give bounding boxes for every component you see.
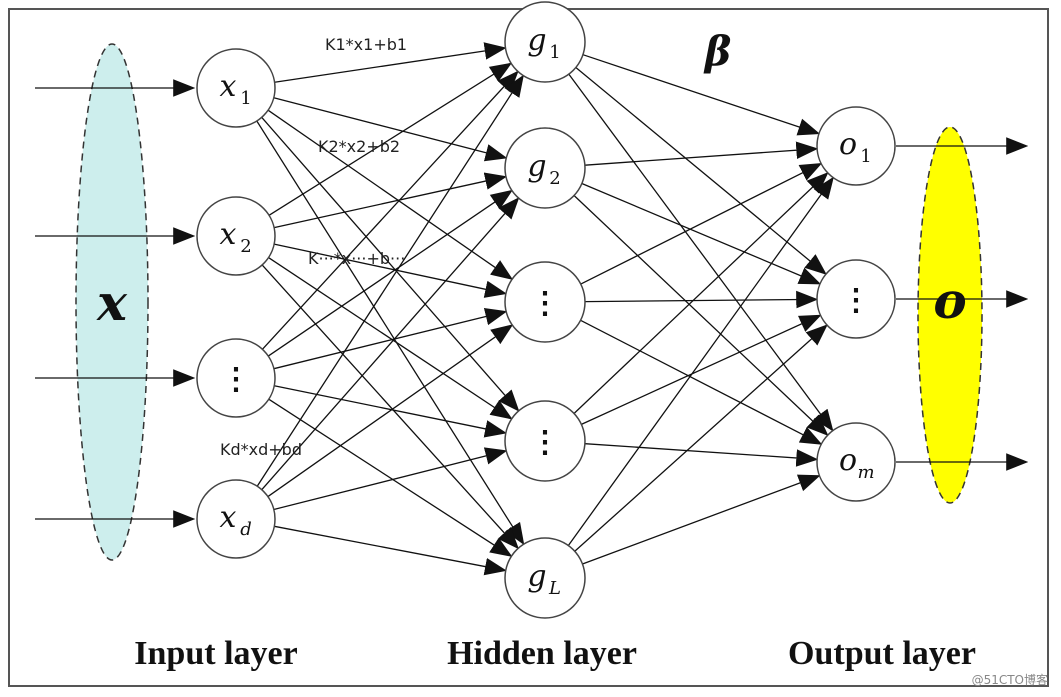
input-hidden-edge xyxy=(267,109,514,280)
hidden-output-connections xyxy=(567,54,834,565)
annotation-k2: K2*x2+b2 xyxy=(318,137,400,156)
output-vector-label: o xyxy=(933,271,966,330)
output-node-circle xyxy=(816,422,896,502)
input-hidden-edge xyxy=(261,116,520,412)
input-layer-label: Input layer xyxy=(134,635,297,672)
hidden-node-subscript: 2 xyxy=(549,168,560,189)
hidden-output-edge xyxy=(573,195,829,437)
hidden-node: ⋮ xyxy=(504,400,586,482)
hidden-output-edge xyxy=(582,54,821,136)
hidden-layer-label: Hidden layer xyxy=(447,635,637,672)
output-node-circle xyxy=(816,106,896,186)
hidden-output-edge xyxy=(584,443,819,467)
input-node-ellipsis: ⋮ xyxy=(221,362,251,397)
output-node: ⋮ xyxy=(816,259,896,339)
hidden-node-ellipsis: ⋮ xyxy=(530,286,560,321)
weights-label: β xyxy=(703,28,732,75)
output-vector-ellipse xyxy=(917,126,983,504)
annotation-kd: Kd*xd+bd xyxy=(220,440,302,459)
hidden-node-circle xyxy=(504,261,586,343)
hidden-node-circle xyxy=(504,537,586,619)
output-node-symbol: o xyxy=(839,127,857,162)
output-layer-label: Output layer xyxy=(788,635,976,672)
hidden-output-edge xyxy=(584,141,819,166)
input-arrows xyxy=(35,79,196,528)
input-hidden-edge xyxy=(274,385,507,438)
input-node-symbol: x xyxy=(220,69,237,104)
input-hidden-edge xyxy=(268,62,513,216)
input-node: ⋮ xyxy=(196,338,276,418)
hidden-node-circle xyxy=(504,1,586,83)
input-vector-ellipse xyxy=(75,43,149,561)
output-node-subscript: 1 xyxy=(860,146,871,167)
hidden-output-edge xyxy=(567,176,834,546)
input-node-circle xyxy=(196,338,276,418)
input-hidden-edge xyxy=(267,324,514,498)
input-hidden-edge xyxy=(261,70,519,350)
input-hidden-edge xyxy=(273,447,508,511)
hidden-node-symbol: g xyxy=(527,149,546,184)
input-hidden-edge xyxy=(268,398,513,557)
input-node-subscript: d xyxy=(240,519,252,540)
input-hidden-edge xyxy=(273,172,508,229)
input-node-subscript: 2 xyxy=(240,236,251,257)
input-node-symbol: x xyxy=(220,217,237,252)
hidden-output-edge xyxy=(574,324,828,552)
hidden-node-symbol: g xyxy=(527,559,546,594)
input-hidden-connections xyxy=(256,42,525,576)
input-hidden-edge xyxy=(256,120,525,546)
annotation-k1: K1*x1+b1 xyxy=(325,35,407,54)
hidden-node-circle xyxy=(504,400,586,482)
input-node-circle xyxy=(196,479,276,559)
hidden-output-edge xyxy=(575,66,827,275)
watermark: @51CTO博客 xyxy=(972,672,1048,687)
input-node-subscript: 1 xyxy=(240,88,251,109)
input-hidden-edge xyxy=(274,42,507,83)
hidden-output-edge xyxy=(580,162,823,285)
input-hidden-edge xyxy=(268,257,513,420)
input-node-circle xyxy=(196,48,276,128)
hidden-output-edge xyxy=(580,319,823,445)
output-node-ellipsis: ⋮ xyxy=(841,283,871,318)
output-node-circle xyxy=(816,259,896,339)
input-hidden-edge xyxy=(261,264,519,550)
input-hidden-edge xyxy=(261,197,520,491)
hidden-node-circle xyxy=(504,127,586,209)
hidden-output-edge xyxy=(582,474,821,565)
hidden-node-subscript: 1 xyxy=(549,42,560,63)
input-node-symbol: x xyxy=(220,500,237,535)
input-vector-label: x xyxy=(96,273,128,332)
hidden-node-ellipsis: ⋮ xyxy=(530,425,560,460)
input-hidden-edge xyxy=(274,525,507,576)
input-hidden-edge xyxy=(267,189,513,357)
input-hidden-edge xyxy=(274,243,508,298)
hidden-output-edge xyxy=(573,172,829,414)
input-hidden-edge xyxy=(273,307,508,370)
output-node-subscript: m xyxy=(857,462,874,483)
input-hidden-edge xyxy=(256,74,524,487)
hidden-output-edge xyxy=(581,314,822,425)
annotation-k-dots: K···*x···+b··· xyxy=(308,249,405,268)
input-hidden-edge xyxy=(273,97,508,162)
hidden-output-edge xyxy=(581,182,822,285)
hidden-output-edge xyxy=(568,73,834,432)
output-node-symbol: o xyxy=(839,443,857,478)
hidden-node-symbol: g xyxy=(527,23,546,58)
output-arrows xyxy=(896,137,1029,471)
hidden-node: ⋮ xyxy=(504,261,586,343)
input-node-circle xyxy=(196,196,276,276)
hidden-node-subscript: L xyxy=(548,578,561,599)
hidden-output-edge xyxy=(584,290,819,309)
